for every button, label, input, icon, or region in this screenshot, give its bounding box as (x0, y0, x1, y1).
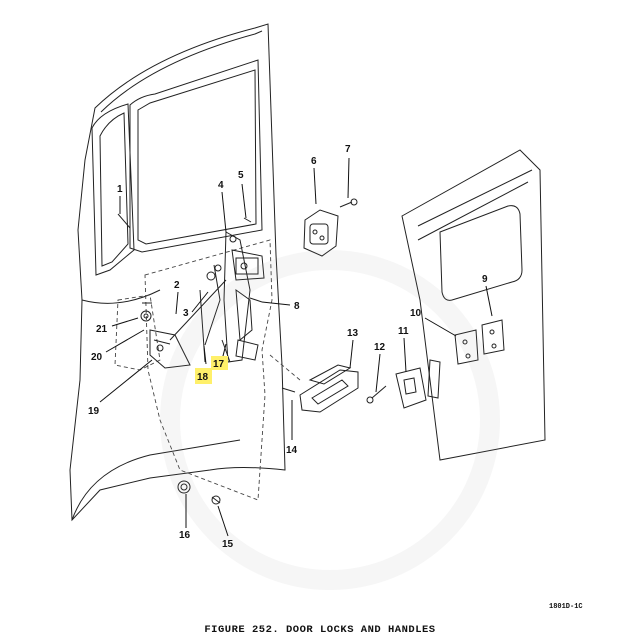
callout-2: 2 (174, 280, 180, 291)
callout-17: 17 (213, 359, 225, 370)
door-outline (69, 23, 286, 522)
hinge-part (366, 367, 427, 409)
callout-8: 8 (294, 301, 300, 312)
callout-1: 1 (117, 184, 123, 195)
callout-14: 14 (286, 445, 298, 456)
callout-3: 3 (183, 308, 189, 319)
cab-body-panel (401, 149, 546, 461)
leader-lines (99, 157, 493, 537)
watermark (160, 250, 500, 590)
callout-6: 6 (311, 156, 317, 167)
callout-11: 11 (398, 326, 409, 337)
callout-labels: 1 2 3 4 5 6 7 8 9 10 11 12 13 14 15 16 1… (88, 144, 488, 550)
callout-9: 9 (482, 274, 488, 285)
callout-10: 10 (410, 308, 422, 319)
callout-4: 4 (218, 180, 224, 191)
callout-20: 20 (91, 352, 103, 363)
loose-fasteners (177, 480, 221, 505)
callout-16: 16 (179, 530, 191, 541)
door-inner-cutout (114, 239, 301, 501)
callout-19: 19 (88, 406, 100, 417)
callout-15: 15 (222, 539, 234, 550)
highlight-18 (195, 368, 212, 384)
callout-12: 12 (374, 342, 386, 353)
highlight-17 (211, 356, 228, 370)
callout-7: 7 (345, 144, 351, 155)
figure-caption: FIGURE 252. DOOR LOCKS AND HANDLES (204, 624, 435, 636)
drawing-code: 1801D-1C (549, 603, 583, 611)
latch-assembly (117, 213, 265, 369)
callout-18: 18 (197, 372, 209, 383)
callout-13: 13 (347, 328, 359, 339)
callout-5: 5 (238, 170, 244, 181)
lock-cylinder-part (303, 198, 358, 257)
outside-handle-part (281, 364, 359, 413)
callout-21: 21 (96, 324, 108, 335)
